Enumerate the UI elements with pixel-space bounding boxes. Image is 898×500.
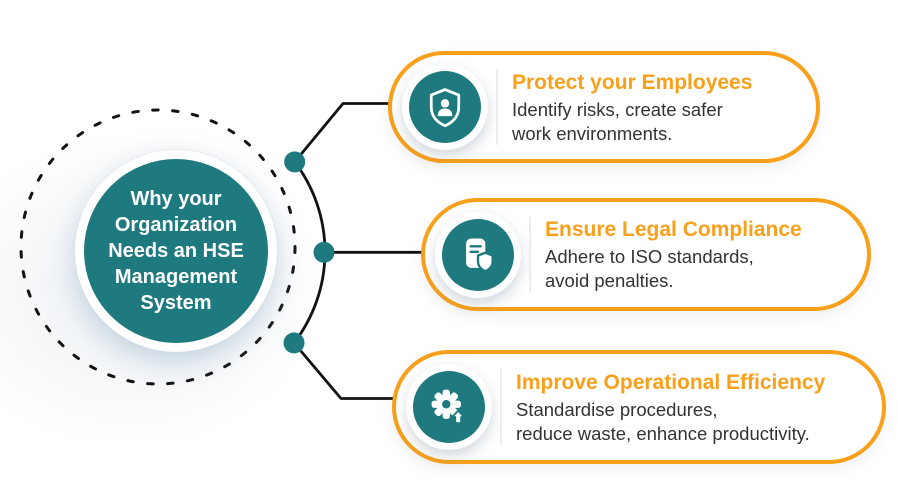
central-hub-title: Why your Organization Needs an HSE Manag… <box>91 186 261 316</box>
hub-title-line: Management <box>114 266 238 288</box>
branch-dot-2 <box>313 241 335 263</box>
connector-line-1 <box>293 102 392 163</box>
hub-title-line: System <box>140 292 212 314</box>
card-title: Protect your Employees <box>512 70 753 94</box>
gear-up-arrow-icon <box>413 371 485 443</box>
branch-dot-3 <box>283 332 305 354</box>
card-description-line: Adhere to ISO standards, <box>545 246 754 267</box>
card-description-line: Standardise procedures, <box>516 398 718 420</box>
card-divider <box>496 68 498 146</box>
benefit-card-protect-employees: Protect your Employees Identify risks, c… <box>388 51 820 163</box>
shield-user-icon <box>409 71 481 143</box>
branch-dot-1 <box>284 151 306 173</box>
connector-line-3 <box>292 341 396 400</box>
document-shield-icon <box>442 218 514 291</box>
hub-title-line: Organization <box>114 214 238 236</box>
dashed-orbit-circle <box>19 108 297 386</box>
icon-ring <box>406 364 492 450</box>
hub-title-line: Why your <box>130 188 222 210</box>
icon-ring <box>402 64 488 150</box>
icon-ring <box>435 211 521 298</box>
card-description-line: avoid penalties. <box>545 270 674 291</box>
benefit-card-legal-compliance: Ensure Legal Compliance Adhere to ISO st… <box>421 198 871 311</box>
card-title: Improve Operational Efficiency <box>516 370 826 394</box>
benefit-card-operational-efficiency: Improve Operational Efficiency Standardi… <box>392 350 886 464</box>
hub-title-line: Needs an HSE <box>108 240 244 262</box>
card-divider <box>500 367 502 447</box>
card-description-line: Identify risks, create safer <box>512 98 723 120</box>
card-description-line: reduce waste, enhance productivity. <box>516 422 810 444</box>
card-title: Ensure Legal Compliance <box>545 218 802 241</box>
card-divider <box>529 215 531 294</box>
card-description-line: work environments. <box>512 122 673 144</box>
central-hub-circle: Why your Organization Needs an HSE Manag… <box>75 150 277 352</box>
